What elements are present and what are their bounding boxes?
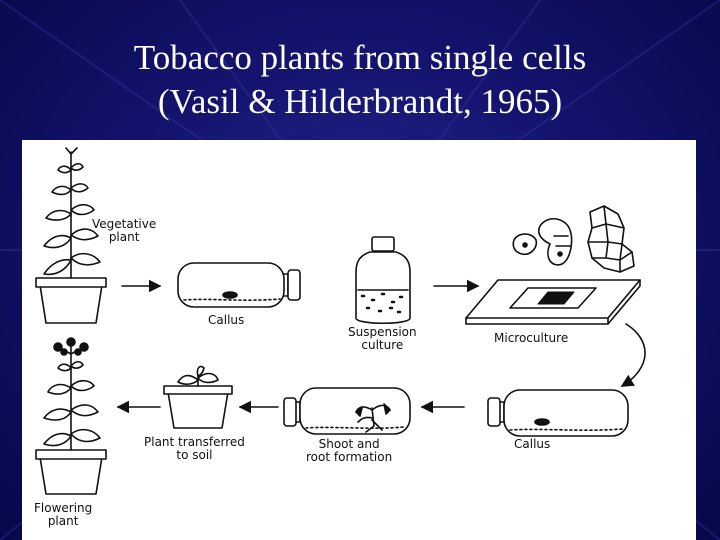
callus-bottle-top-icon xyxy=(177,262,301,308)
label-flowering-line1: Flowering xyxy=(34,501,93,515)
vegetative-plant-icon xyxy=(35,147,107,324)
label-plant-transferred: Plant transferred to soil xyxy=(144,436,245,462)
label-shoot-line2: root formation xyxy=(306,450,393,464)
label-suspension-line1: Suspension xyxy=(348,325,417,339)
label-transferred-line2: to soil xyxy=(176,448,213,462)
label-suspension-culture: Suspension culture xyxy=(348,326,417,352)
slide-title: Tobacco plants from single cells (Vasil … xyxy=(0,36,720,124)
label-transferred-line1: Plant transferred xyxy=(144,435,245,449)
microculture-slide-icon xyxy=(465,279,641,325)
label-shoot-line1: Shoot and xyxy=(318,437,380,451)
arrow-microculture-to-callus xyxy=(620,323,646,387)
potted-seedling-icon xyxy=(163,365,233,429)
label-vegetative-line1: Vegetative xyxy=(92,217,157,231)
label-vegetative-plant: Vegetative plant xyxy=(92,218,156,244)
label-suspension-line2: culture xyxy=(361,338,404,352)
diagram-drawing xyxy=(35,147,646,495)
single-cells-icon xyxy=(512,205,635,273)
label-callus-bottom: Callus xyxy=(514,437,551,451)
label-callus-top: Callus xyxy=(208,313,245,327)
diagram-figure: Vegetative plant Callus Suspension cultu… xyxy=(22,140,696,540)
label-flowering-plant: Flowering plant xyxy=(34,502,92,528)
callus-bottle-bottom-icon xyxy=(487,389,629,437)
flowering-plant-icon xyxy=(35,337,107,495)
label-vegetative-line2: plant xyxy=(108,230,140,244)
suspension-flask-icon xyxy=(355,236,411,324)
title-line-1: Tobacco plants from single cells xyxy=(133,38,587,77)
label-flowering-line2: plant xyxy=(47,514,79,528)
label-microculture: Microculture xyxy=(494,331,569,345)
title-line-2: (Vasil & Hilderbrandt, 1965) xyxy=(157,82,563,121)
label-shoot-root: Shoot and root formation xyxy=(306,438,392,464)
shoot-root-bottle-icon xyxy=(283,387,411,435)
